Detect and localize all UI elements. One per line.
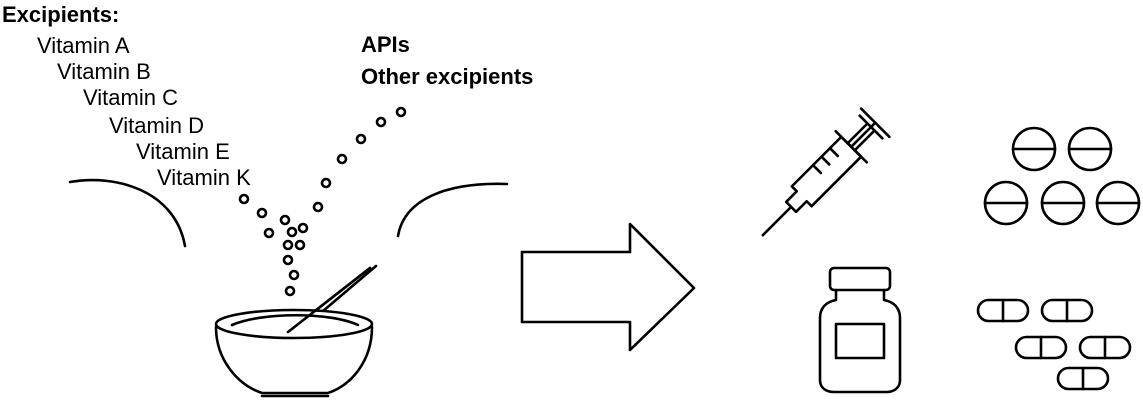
excipient-item: Vitamin K <box>157 165 251 190</box>
apis-label: APIs <box>361 32 410 57</box>
particle-stream <box>238 106 407 297</box>
syringe-icon <box>761 107 891 237</box>
capsules-icon <box>976 298 1132 391</box>
excipient-item: Vitamin E <box>136 139 230 164</box>
excipient-item: Vitamin A <box>37 33 130 58</box>
tablets-icon <box>983 126 1141 226</box>
right-arrow-icon <box>520 222 696 352</box>
other-excipients-label: Other excipients <box>361 64 534 89</box>
right-arc <box>396 182 509 238</box>
excipient-item: Vitamin B <box>57 59 151 84</box>
left-arc <box>68 178 187 248</box>
excipients-title: Excipients: <box>2 2 120 27</box>
medicine-bottle-icon <box>818 266 902 394</box>
mixing-bowl-icon <box>214 264 378 398</box>
excipient-item: Vitamin D <box>109 113 204 138</box>
excipient-item: Vitamin C <box>83 85 178 110</box>
